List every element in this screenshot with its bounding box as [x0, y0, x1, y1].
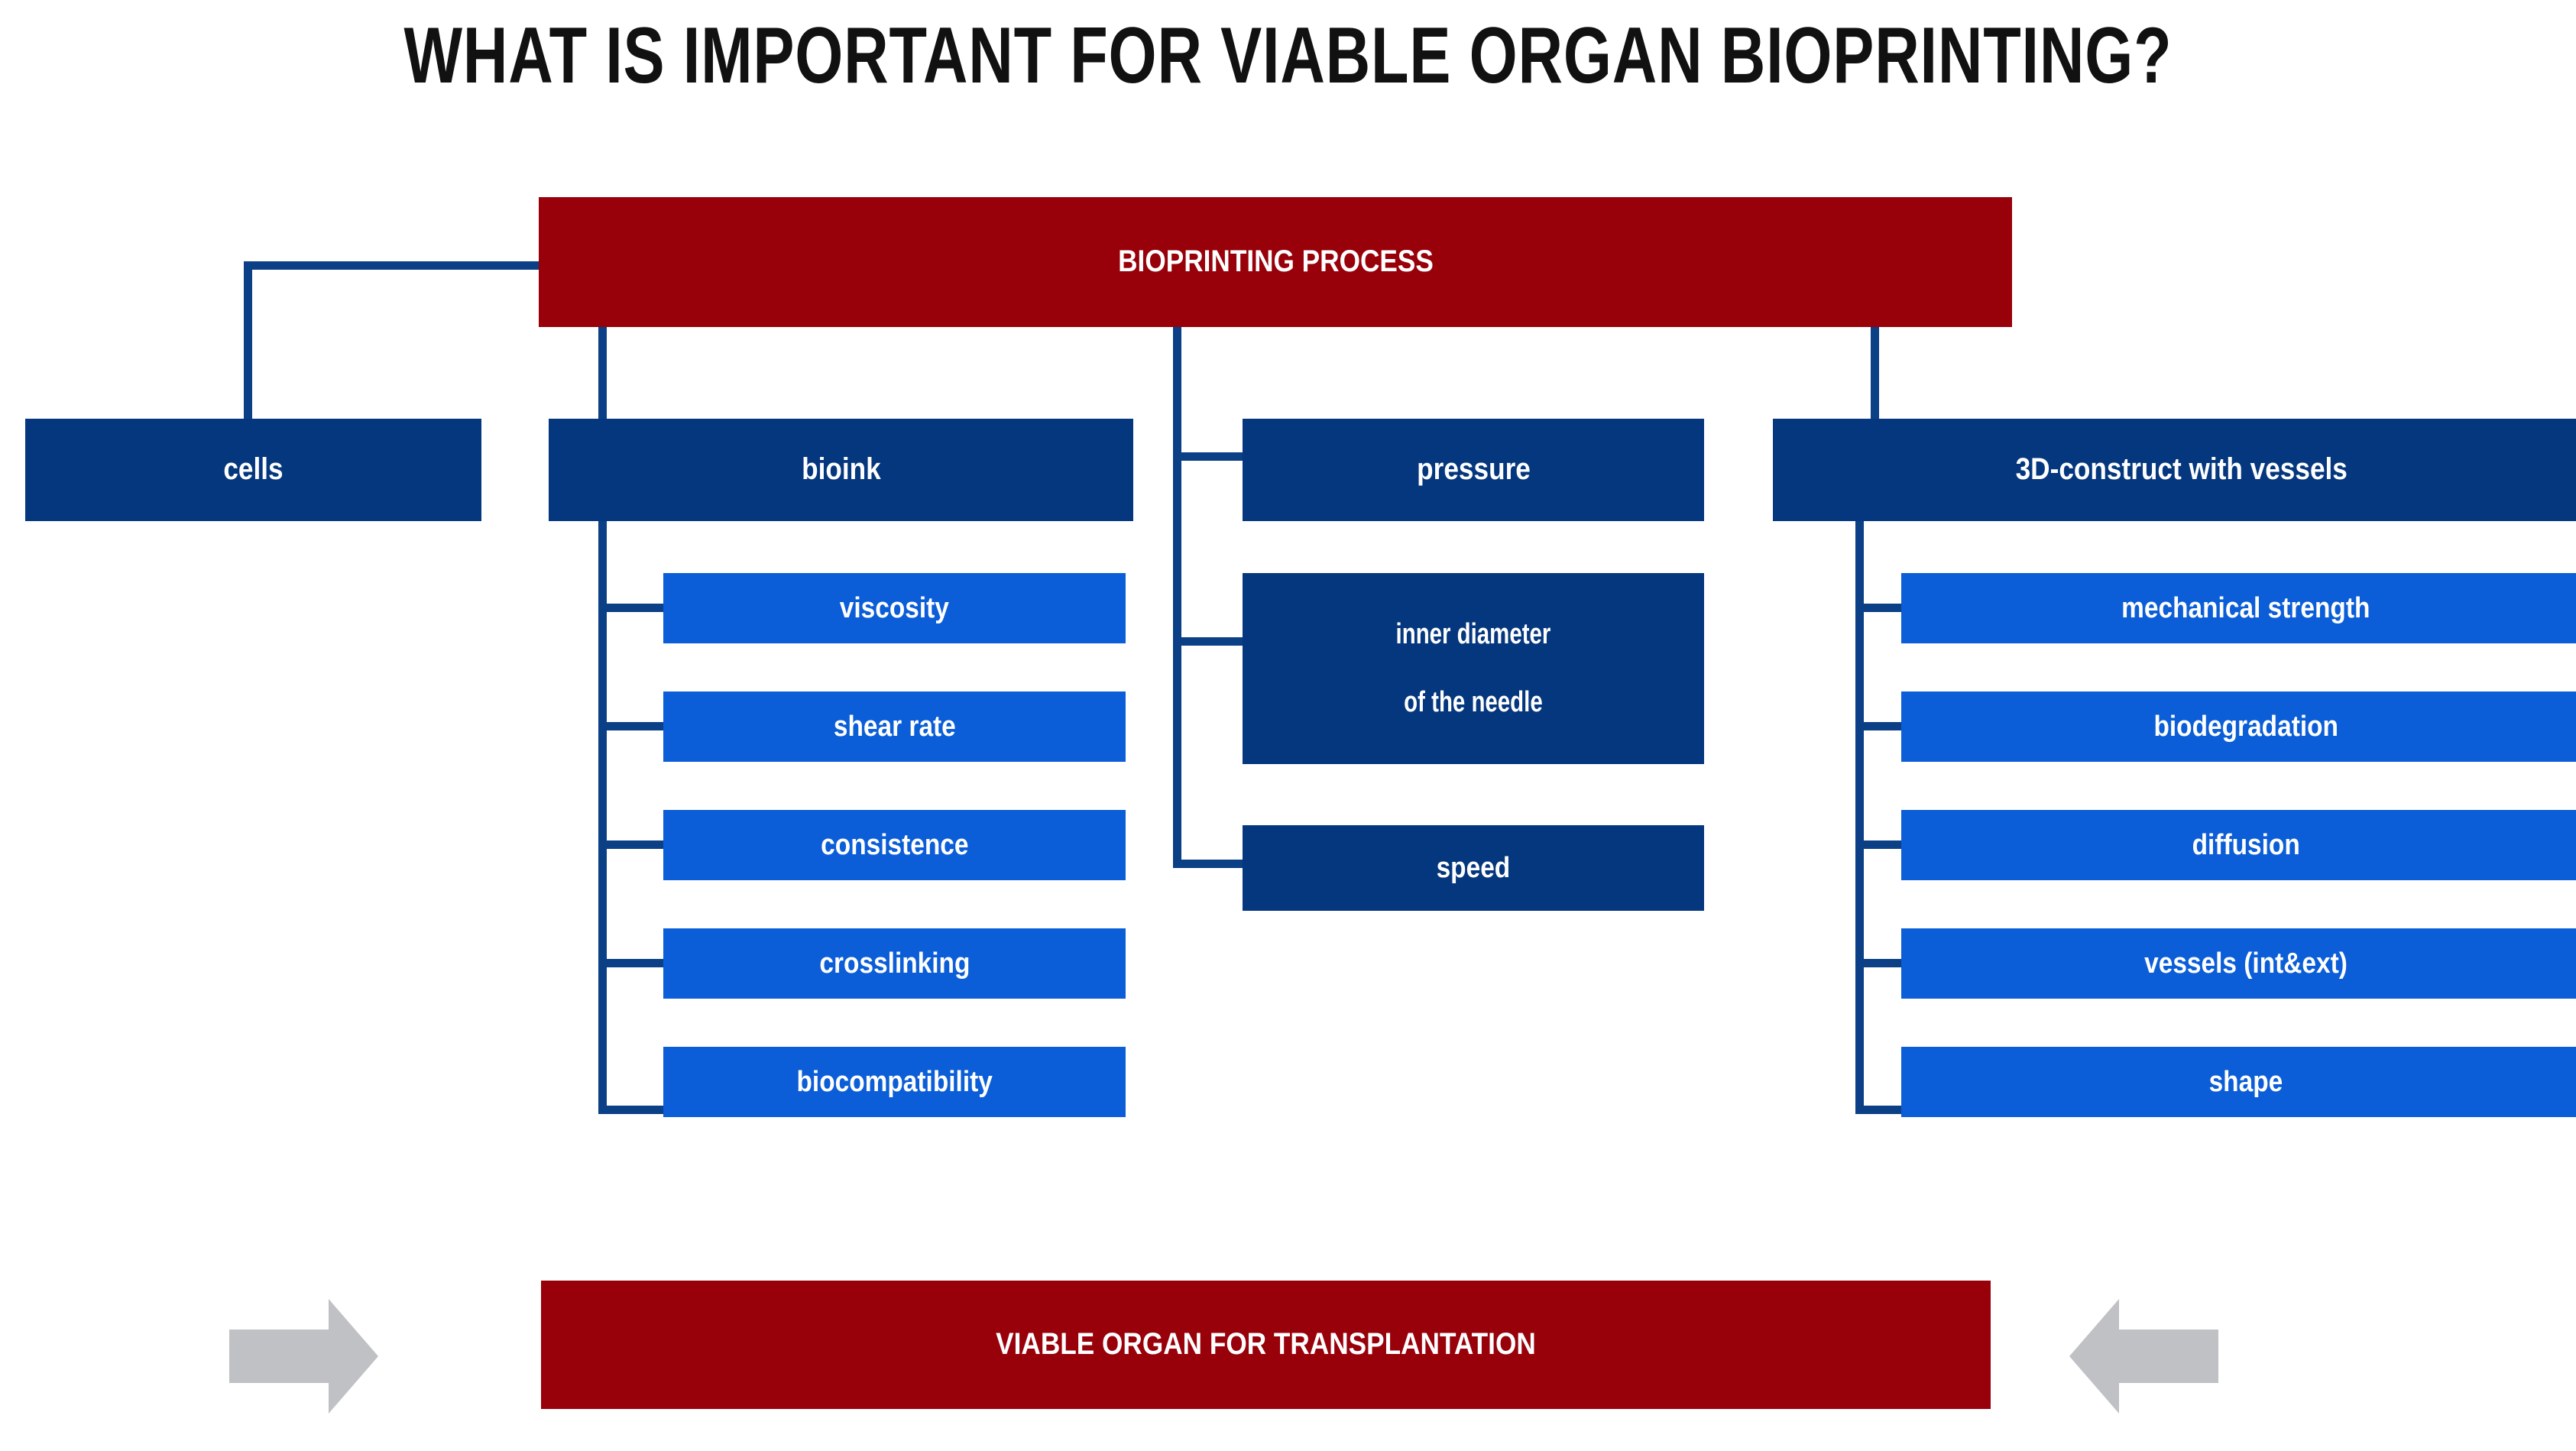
connector-stub-biocompatibility — [598, 1106, 667, 1114]
node-consistence-label: consistence — [820, 828, 969, 861]
node-inner-diameter-of-the-needle[interactable]: inner diameter of the needle — [1243, 573, 1704, 764]
connector-root-to-middle-trunk — [1173, 324, 1181, 868]
node-3d-construct-label: 3D-construct with vessels — [2015, 452, 2348, 487]
node-speed[interactable]: speed — [1243, 825, 1704, 911]
arrow-right-icon — [229, 1299, 378, 1414]
connector-stub-crosslinking — [598, 959, 667, 967]
node-cells-label: cells — [223, 452, 284, 487]
connector-stub-pressure — [1173, 452, 1246, 461]
node-viable-organ-label: VIABLE ORGAN FOR TRANSPLANTATION — [996, 1327, 1536, 1362]
node-shape[interactable]: shape — [1901, 1047, 2576, 1117]
connector-stub-diffusion — [1855, 840, 1901, 849]
node-biodegradation-label: biodegradation — [2153, 710, 2338, 743]
connector-stub-mechanical-strength — [1855, 604, 1901, 612]
node-vessels-int-ext[interactable]: vessels (int&ext) — [1901, 928, 2576, 999]
connector-stub-shear-rate — [598, 722, 667, 730]
connector-stub-consistence — [598, 840, 667, 849]
node-shape-label: shape — [2208, 1065, 2283, 1098]
node-inner-diameter-label: inner diameter of the needle — [1385, 617, 1561, 720]
node-cells[interactable]: cells — [25, 419, 481, 521]
node-pressure[interactable]: pressure — [1243, 419, 1704, 521]
node-bioink-label: bioink — [801, 452, 881, 487]
node-shear-rate[interactable]: shear rate — [663, 691, 1126, 762]
node-3d-construct[interactable]: 3D-construct with vessels — [1773, 419, 2576, 521]
node-vessels-label: vessels (int&ext) — [2144, 947, 2348, 980]
node-shear-rate-label: shear rate — [833, 710, 956, 743]
node-viscosity[interactable]: viscosity — [663, 573, 1126, 643]
node-viscosity-label: viscosity — [839, 591, 950, 624]
page-title: WHAT IS IMPORTANT FOR VIABLE ORGAN BIOPR… — [403, 11, 2173, 100]
node-crosslinking-label: crosslinking — [819, 947, 970, 980]
connector-3d-trunk — [1855, 510, 1864, 1114]
node-mechanical-strength[interactable]: mechanical strength — [1901, 573, 2576, 643]
connector-bioink-trunk — [598, 510, 607, 1114]
node-bioprinting-process[interactable]: BIOPRINTING PROCESS — [539, 197, 2012, 327]
node-consistence[interactable]: consistence — [663, 810, 1126, 880]
connector-stub-speed — [1173, 860, 1246, 868]
connector-root-to-bioink — [598, 324, 607, 419]
connector-stub-vessels — [1855, 959, 1901, 967]
node-pressure-label: pressure — [1416, 452, 1531, 487]
connector-stub-biodegradation — [1855, 722, 1901, 730]
connector-stub-viscosity — [598, 604, 667, 612]
node-biodegradation[interactable]: biodegradation — [1901, 691, 2576, 762]
node-viable-organ-for-transplantation[interactable]: VIABLE ORGAN FOR TRANSPLANTATION — [541, 1281, 1991, 1409]
connector-root-to-cells-horizontal — [244, 261, 543, 270]
node-bioink[interactable]: bioink — [549, 419, 1133, 521]
node-diffusion[interactable]: diffusion — [1901, 810, 2576, 880]
node-speed-label: speed — [1436, 851, 1511, 884]
connector-stub-shape — [1855, 1106, 1901, 1114]
node-biocompatibility-label: biocompatibility — [796, 1065, 993, 1098]
node-diffusion-label: diffusion — [2192, 828, 2300, 861]
node-biocompatibility[interactable]: biocompatibility — [663, 1047, 1126, 1117]
node-crosslinking[interactable]: crosslinking — [663, 928, 1126, 999]
arrow-left-icon — [2069, 1299, 2218, 1414]
node-inner-diameter-line1: inner diameter — [1395, 617, 1551, 650]
node-bioprinting-process-label: BIOPRINTING PROCESS — [1117, 245, 1434, 279]
connector-root-to-cells-vertical — [244, 261, 252, 426]
connector-root-to-3d-construct — [1871, 324, 1879, 419]
node-inner-diameter-line2: of the needle — [1404, 686, 1543, 719]
connector-stub-inner-diameter — [1173, 637, 1246, 646]
node-mechanical-strength-label: mechanical strength — [2121, 591, 2370, 624]
